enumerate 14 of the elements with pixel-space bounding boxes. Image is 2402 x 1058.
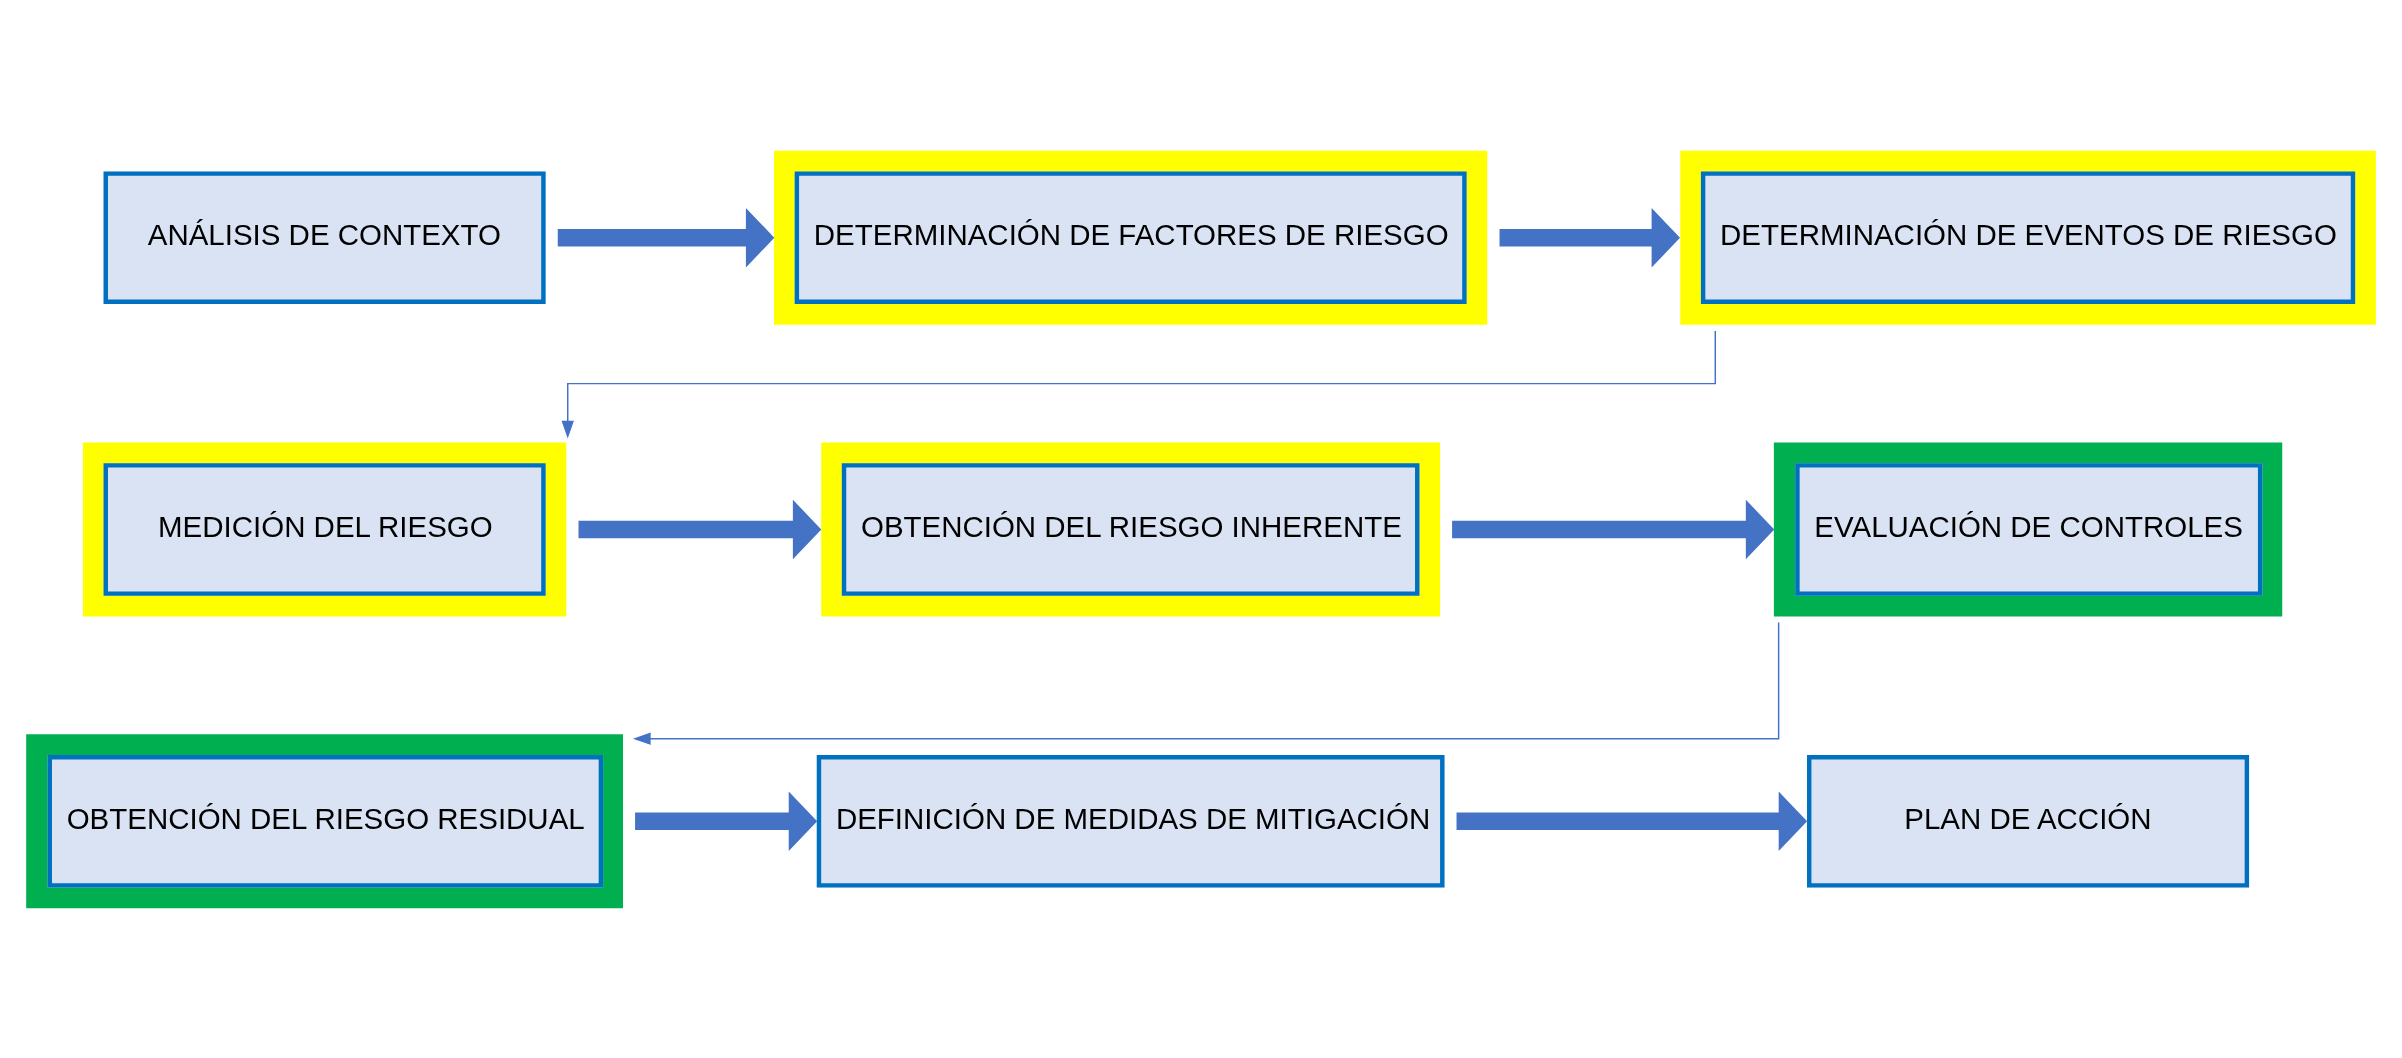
arrow bbox=[557, 207, 775, 268]
node-box: DETERMINACIÓN DE FACTORES DE RIESGO bbox=[774, 150, 1488, 325]
arrow bbox=[578, 499, 822, 559]
node-box: OBTENCIÓN DEL RIESGO INHERENTE bbox=[821, 442, 1441, 616]
arrow bbox=[1452, 499, 1775, 559]
node-box: MEDICIÓN DEL RIESGO bbox=[82, 442, 567, 616]
arrow bbox=[1499, 207, 1681, 268]
node-box: OBTENCIÓN DEL RIESGO RESIDUAL bbox=[26, 733, 623, 908]
node-box: EVALUACIÓN DE CONTROLES bbox=[1773, 442, 2283, 616]
arrow bbox=[561, 329, 1716, 438]
node-box: DETERMINACIÓN DE EVENTOS DE RIESGO bbox=[1680, 150, 2376, 325]
arrow bbox=[1456, 790, 1808, 851]
arrow bbox=[635, 790, 818, 851]
arrow bbox=[632, 621, 1780, 745]
